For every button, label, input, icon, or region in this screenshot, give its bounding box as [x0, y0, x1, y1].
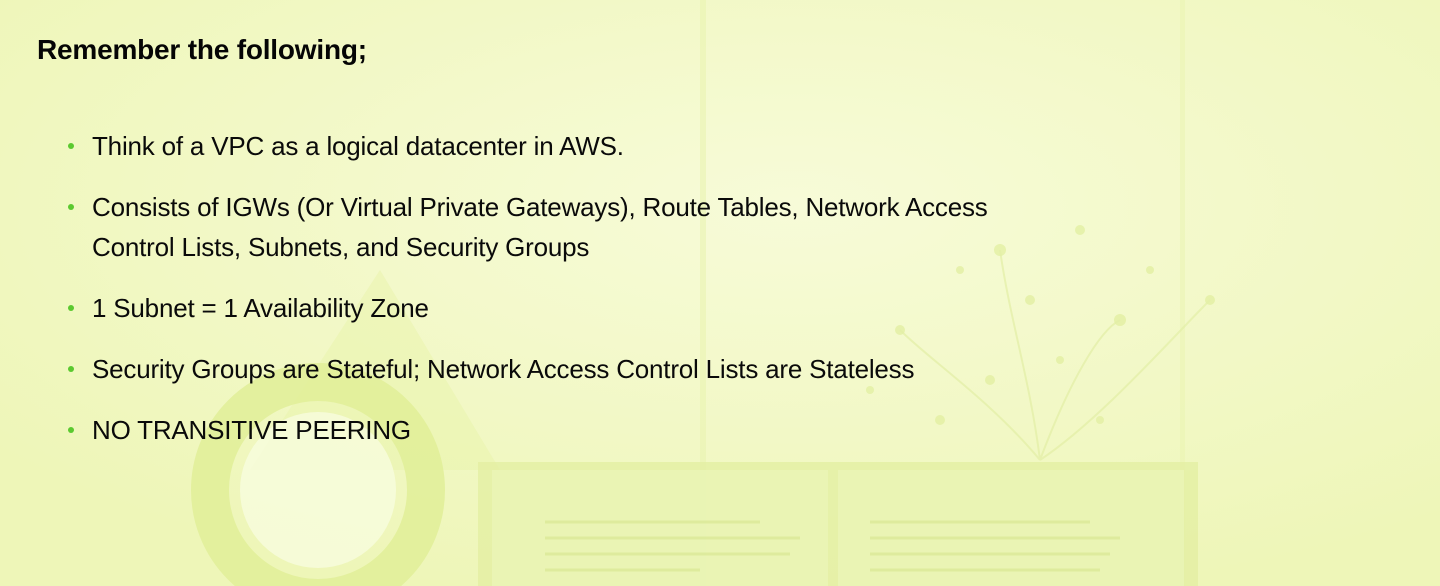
bullet-text: Security Groups are Stateful; Network Ac…	[92, 354, 915, 384]
bullet-item: Consists of IGWs (Or Virtual Private Gat…	[66, 187, 1026, 267]
bullet-item: Think of a VPC as a logical datacenter i…	[66, 126, 1026, 166]
bullet-item: Security Groups are Stateful; Network Ac…	[66, 349, 1026, 389]
bullet-text: Consists of IGWs (Or Virtual Private Gat…	[92, 192, 988, 262]
bullet-dot-icon	[68, 427, 74, 433]
bullet-text: NO TRANSITIVE PEERING	[92, 415, 411, 445]
bullet-text: 1 Subnet = 1 Availability Zone	[92, 293, 429, 323]
bullet-dot-icon	[68, 305, 74, 311]
bullet-item: NO TRANSITIVE PEERING	[66, 410, 1026, 450]
bullet-dot-icon	[68, 204, 74, 210]
bullet-dot-icon	[68, 366, 74, 372]
bullet-text: Think of a VPC as a logical datacenter i…	[92, 131, 624, 161]
bullet-item: 1 Subnet = 1 Availability Zone	[66, 288, 1026, 328]
slide-title: Remember the following;	[37, 34, 367, 65]
bullet-list: Think of a VPC as a logical datacenter i…	[66, 126, 1026, 471]
bullet-dot-icon	[68, 143, 74, 149]
